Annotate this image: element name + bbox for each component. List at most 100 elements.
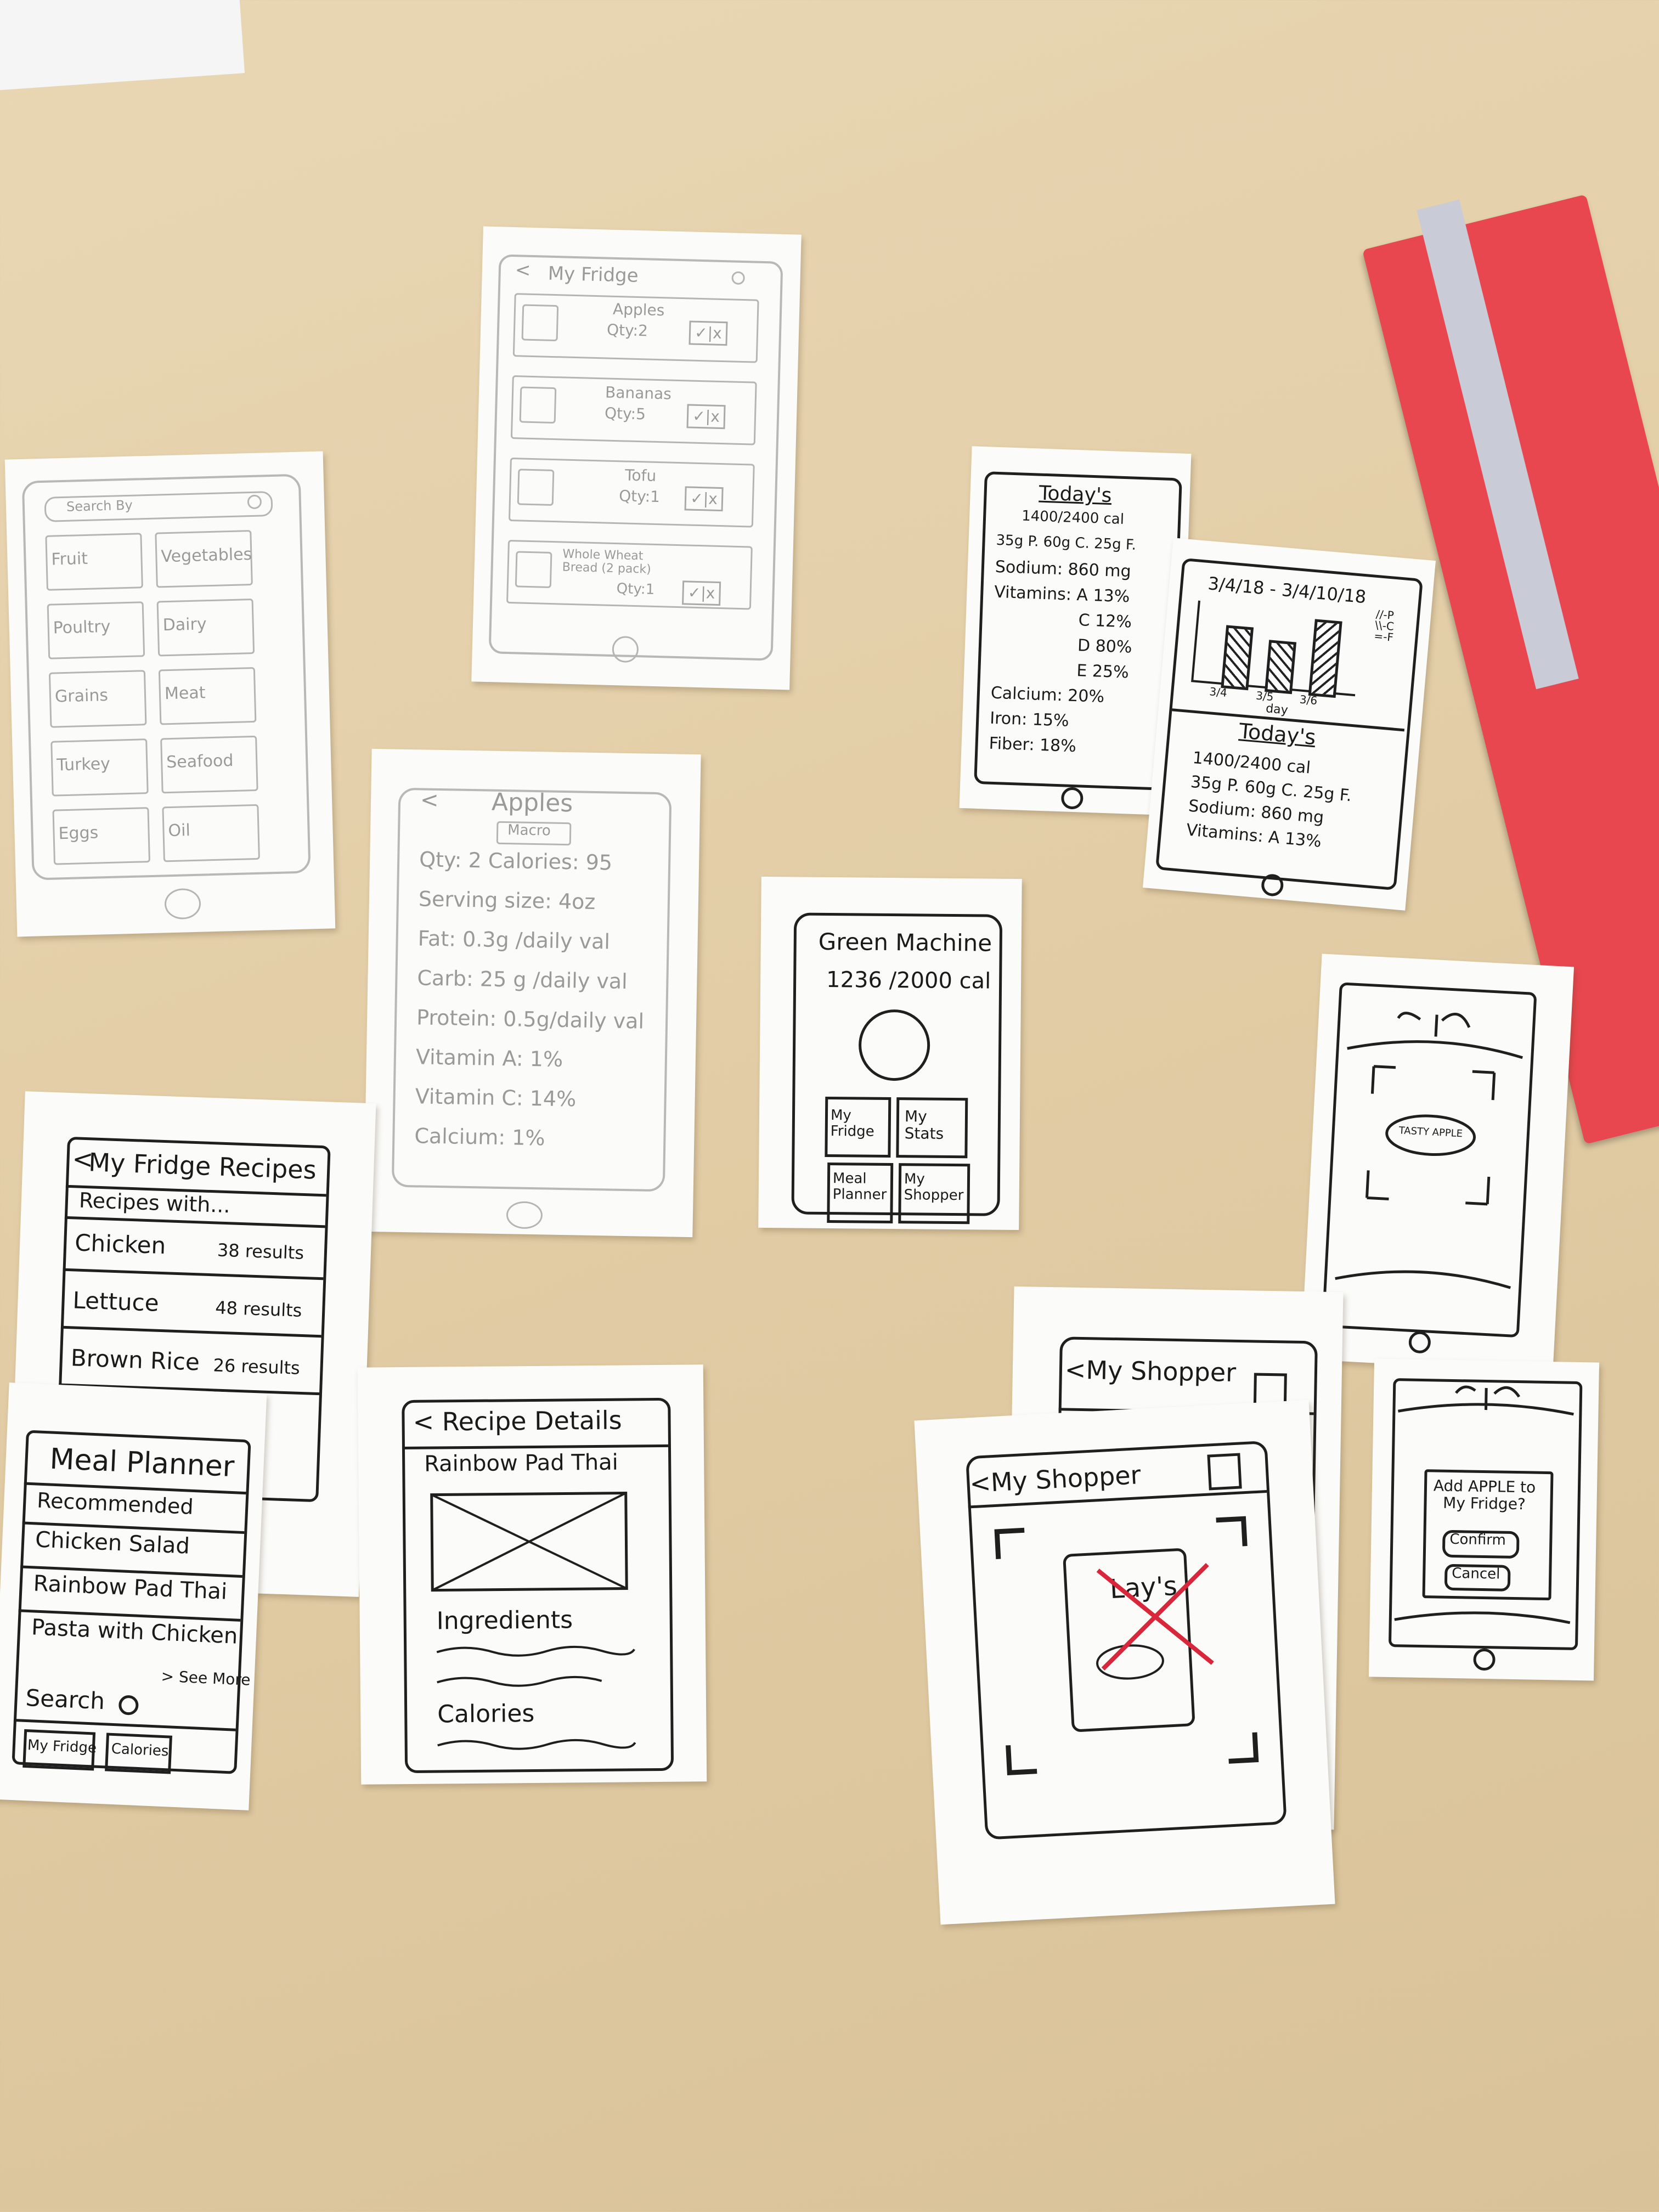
apple-illustration — [1335, 1012, 1523, 1289]
sketch-apple-scanner: TASTY APPLE — [1300, 953, 1575, 1373]
avatar — [858, 1009, 930, 1081]
button-label: Confirm — [1449, 1531, 1506, 1549]
fridge-title: My Fridge — [548, 262, 639, 287]
item-name: Bananas — [605, 383, 672, 403]
legend-fat: =-F — [1373, 629, 1395, 644]
stat-row: E 25% — [1076, 661, 1130, 682]
apple-illustration — [1394, 1385, 1574, 1624]
search-label[interactable]: Search — [25, 1684, 106, 1715]
sketch-home: Green Machine 1236 /2000 cal My Fridge M… — [758, 876, 1022, 1231]
calories-label: Calories — [437, 1699, 535, 1729]
sketch-recipe-details: < Recipe Details Rainbow Pad Thai Ingred… — [357, 1364, 707, 1785]
bar-3-4 — [1221, 625, 1254, 691]
recipe-details-title: < Recipe Details — [413, 1405, 622, 1437]
back-icon[interactable]: < — [420, 787, 439, 813]
todays-title: Today's — [1039, 482, 1113, 507]
item-name: Tofu — [624, 466, 657, 485]
recipe-name: Lettuce — [72, 1286, 160, 1317]
sketch-add-dialog: Add APPLE to My Fridge? Confirm Cancel — [1368, 1358, 1600, 1681]
home-button-icon[interactable] — [1473, 1648, 1496, 1671]
nutrition-row: Calcium: 1% — [414, 1124, 545, 1150]
stat-row: Iron: 15% — [989, 708, 1070, 731]
reject-x-icon — [1096, 1563, 1214, 1671]
stat-row: Fiber: 18% — [989, 733, 1077, 757]
item-name: Whole Wheat Bread (2 pack) — [562, 547, 652, 577]
check-icon[interactable]: ✓|x — [682, 580, 721, 606]
app-title: Green Machine — [818, 928, 992, 957]
home-button-icon[interactable] — [164, 888, 201, 920]
back-icon[interactable]: < — [515, 259, 531, 281]
stat-row: Calcium: 20% — [990, 683, 1105, 707]
category-label: Dairy — [162, 614, 207, 635]
cart-icon[interactable] — [1207, 1453, 1242, 1491]
item-qty: Qty:1 — [616, 580, 655, 598]
category-label: Meat — [164, 683, 206, 704]
recipe-name: Brown Rice — [70, 1344, 200, 1376]
home-button-icon[interactable] — [1408, 1330, 1431, 1354]
calorie-count: 1236 /2000 cal — [826, 967, 991, 994]
category-label: Eggs — [58, 823, 99, 844]
bread-icon — [515, 551, 552, 589]
item-qty: Qty:5 — [604, 404, 646, 424]
nutrition-row: Protein: 0.5g/daily val — [416, 1005, 645, 1034]
category-label: Poultry — [53, 617, 111, 638]
banana-icon — [519, 386, 557, 424]
nutrition-row: Qty: 2 Calories: 95 — [419, 847, 613, 875]
stat-row: D 80% — [1077, 636, 1132, 657]
category-label: Fruit — [51, 549, 88, 569]
nutrition-row: Vitamin A: 1% — [415, 1045, 563, 1071]
squiggle-text — [437, 1739, 636, 1750]
category-label: Vegetables — [160, 545, 252, 567]
image-placeholder-icon — [430, 1491, 628, 1592]
recipe-name: Rainbow Pad Thai — [424, 1449, 618, 1477]
item-name: Apples — [612, 300, 665, 320]
search-placeholder: Search By — [66, 497, 133, 515]
recipe-count: 26 results — [213, 1355, 301, 1379]
button-label: My Stats — [904, 1107, 944, 1143]
sketch-my-fridge: My Fridge < Apples Qty:2 ✓|x Bananas Qty… — [471, 226, 802, 690]
apple-title: Apples — [491, 788, 573, 818]
ingredients-label: Ingredients — [436, 1606, 573, 1635]
nutrition-row: Serving size: 4oz — [418, 887, 596, 914]
home-button-icon[interactable] — [612, 635, 639, 663]
scanner-frame — [994, 1516, 1259, 1775]
button-label: My Fridge — [830, 1107, 874, 1140]
x-tick: 3/5 — [1255, 689, 1274, 704]
category-label: Turkey — [56, 754, 111, 775]
sketch-shopper-front: <My Shopper Lay's — [914, 1400, 1335, 1925]
recipe-name: Chicken — [74, 1229, 167, 1260]
x-tick: 3/4 — [1209, 685, 1228, 699]
stat-row: 1400/2400 cal — [1021, 507, 1125, 528]
category-label: Grains — [54, 685, 109, 707]
recipe-count: 38 results — [217, 1239, 304, 1264]
check-icon[interactable]: ✓|x — [686, 404, 726, 430]
macro-label: Macro — [507, 822, 551, 839]
button-label: Meal Planner — [832, 1170, 887, 1203]
shopper-title: <My Shopper — [1064, 1355, 1237, 1387]
home-button-icon[interactable] — [1060, 787, 1084, 810]
button-label: Calories — [111, 1740, 170, 1760]
corner-paper — [0, 0, 245, 92]
check-icon[interactable]: ✓|x — [689, 320, 728, 346]
item-qty: Qty:2 — [606, 320, 648, 340]
sketch-weekly-stats: 3/4/18 - 3/4/10/18 //-P \\-C =-F 3/4 3/5… — [1143, 538, 1436, 911]
recipe-count: 48 results — [215, 1297, 303, 1321]
check-icon[interactable]: ✓|x — [684, 486, 724, 512]
x-axis-label: day — [1265, 702, 1289, 718]
nutrition-row: Carb: 25 g /daily val — [417, 966, 628, 994]
button-label: My Shopper — [904, 1171, 964, 1204]
nutrition-row: Vitamin C: 14% — [415, 1084, 577, 1111]
x-tick: 3/6 — [1299, 692, 1318, 708]
bar-3-5 — [1264, 640, 1297, 695]
home-button-icon[interactable] — [506, 1201, 543, 1229]
squiggle-text — [436, 1645, 635, 1687]
button-label: My Fridge — [27, 1737, 97, 1757]
apple-icon — [521, 304, 559, 342]
